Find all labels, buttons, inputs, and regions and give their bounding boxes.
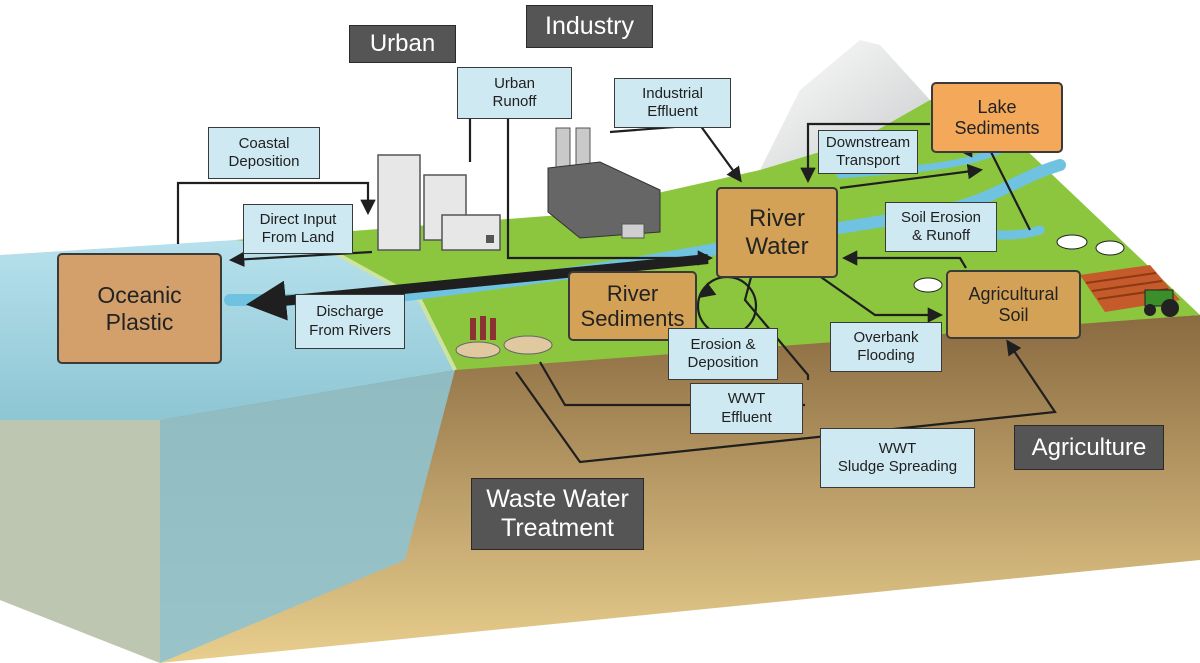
- river-water-box: River Water: [716, 187, 838, 278]
- label-erosion-deposition: Erosion & Deposition: [668, 328, 778, 380]
- livestock: [913, 234, 1125, 293]
- label-industrial-effluent: Industrial Effluent: [614, 78, 731, 128]
- label-overbank-flooding: Overbank Flooding: [830, 322, 942, 372]
- agricultural-soil-box: Agricultural Soil: [946, 270, 1081, 339]
- label-coastal-deposition: Coastal Deposition: [208, 127, 320, 179]
- label-wwt-effluent: WWT Effluent: [690, 383, 803, 434]
- label-direct-input: Direct Input From Land: [243, 204, 353, 254]
- treatment-plant: [455, 316, 553, 359]
- factory: [547, 127, 661, 239]
- label-soil-erosion: Soil Erosion & Runoff: [885, 202, 997, 252]
- lake-sediments-box: Lake Sediments: [931, 82, 1063, 153]
- oceanic-plastic-box: Oceanic Plastic: [57, 253, 222, 364]
- label-discharge-rivers: Discharge From Rivers: [295, 294, 405, 349]
- sector-agriculture: Agriculture: [1014, 425, 1164, 470]
- sector-industry: Industry: [526, 5, 653, 48]
- sector-waste-water-treatment: Waste Water Treatment: [471, 478, 644, 550]
- urban-buildings: [377, 154, 501, 251]
- label-urban-runoff: Urban Runoff: [457, 67, 572, 119]
- label-downstream-transport: Downstream Transport: [818, 130, 918, 174]
- tractor: [1144, 289, 1179, 317]
- label-wwt-sludge-spreading: WWT Sludge Spreading: [820, 428, 975, 488]
- sector-urban: Urban: [349, 25, 456, 63]
- river-sediments-box: River Sediments: [568, 271, 697, 341]
